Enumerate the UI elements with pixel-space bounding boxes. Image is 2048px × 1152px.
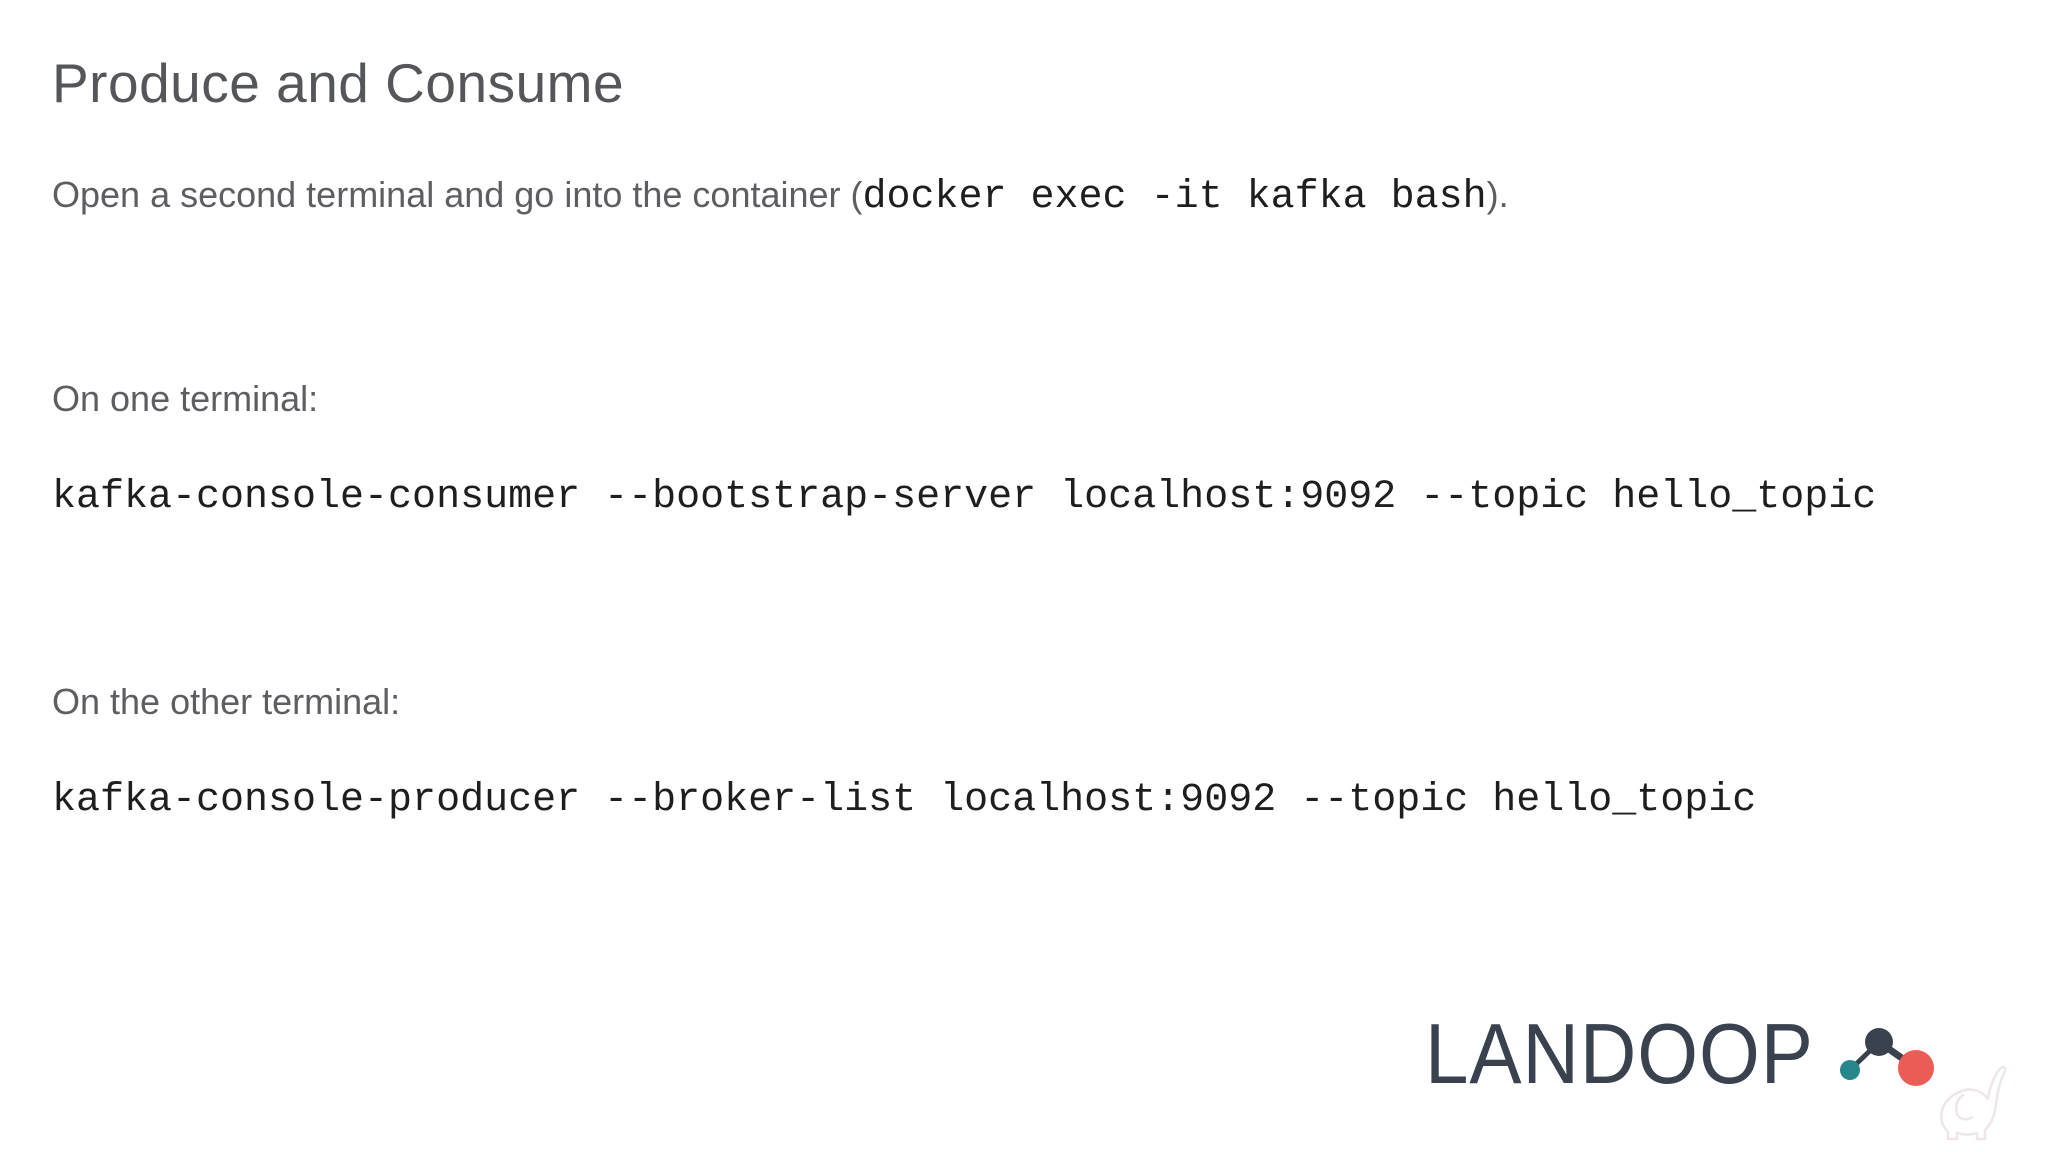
- elephant-ear: [1955, 1093, 1974, 1121]
- molecule-node-red: [1897, 1050, 1934, 1086]
- producer-command-line: kafka-console-producer --broker-list loc…: [52, 778, 1757, 823]
- landoop-logo: LANDOOP: [1425, 1012, 1945, 1097]
- intro-text-after: ).: [1486, 174, 1509, 215]
- consumer-command-line: kafka-console-consumer --bootstrap-serve…: [52, 475, 1877, 520]
- section-label-other-terminal: On the other terminal:: [52, 681, 401, 722]
- intro-text-before: Open a second terminal and go into the c…: [52, 174, 863, 215]
- page-title: Produce and Consume: [52, 52, 625, 114]
- elephant-trunk: [1986, 1065, 2007, 1106]
- molecule-node-teal: [1839, 1060, 1860, 1080]
- landoop-wordmark: LANDOOP: [1425, 1007, 1814, 1102]
- inline-code-docker-exec: docker exec -it kafka bash: [862, 175, 1487, 220]
- molecule-icon: [1839, 1028, 1934, 1086]
- elephant-body: [1940, 1088, 1998, 1141]
- elephant-watermark: [1940, 1065, 2007, 1141]
- molecule-node-dark: [1864, 1028, 1893, 1056]
- intro-paragraph: Open a second terminal and go into the c…: [52, 172, 1509, 223]
- section-label-one-terminal: On one terminal:: [52, 378, 319, 419]
